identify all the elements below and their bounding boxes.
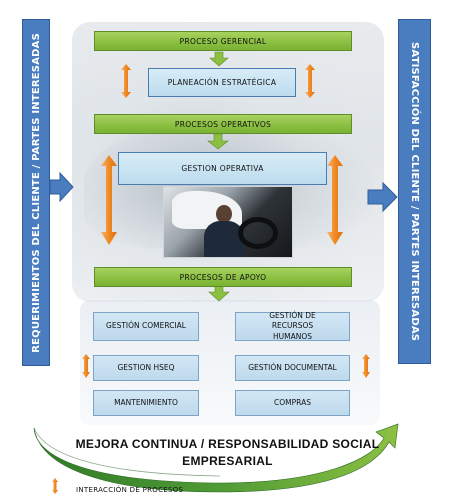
satisfaction-label: SATISFACCIÓN DEL CLIENTE / PARTES INTERE… xyxy=(409,41,420,342)
orange-arrow-support-left xyxy=(82,354,90,378)
satisfaction-column: SATISFACCIÓN DEL CLIENTE / PARTES INTERE… xyxy=(398,19,431,364)
down-arrow-gerencial xyxy=(209,51,229,67)
label-mantenimiento: MANTENIMIENTO xyxy=(114,397,178,407)
box-mantenimiento: MANTENIMIENTO xyxy=(93,390,199,416)
box-proceso-gerencial: PROCESO GERENCIAL xyxy=(94,31,352,51)
box-gestion-comercial: GESTIÓN COMERCIAL xyxy=(93,312,199,341)
box-gestion-recursos-humanos: GESTIÓN DE RECURSOS HUMANOS xyxy=(235,311,350,341)
down-arrow-apoyo xyxy=(208,285,230,302)
continuous-improvement-title: MEJORA CONTINUA / RESPONSABILIDAD SOCIAL… xyxy=(70,436,385,471)
orange-arrow-support-right xyxy=(362,354,370,378)
driver-photo xyxy=(163,186,293,258)
label-procesos-de-apoyo: PROCESOS DE APOYO xyxy=(179,272,267,282)
input-arrow xyxy=(49,171,74,203)
legend-arrow-icon xyxy=(52,478,58,494)
label-gestion-recursos-humanos: GESTIÓN DE RECURSOS HUMANOS xyxy=(269,311,316,341)
orange-arrow-planeacion-right xyxy=(305,64,315,98)
legend-label: INTERACCIÓN DE PROCESOS xyxy=(76,486,184,494)
box-procesos-de-apoyo: PROCESOS DE APOYO xyxy=(94,267,352,287)
label-gestion-documental: GESTIÓN DOCUMENTAL xyxy=(248,362,337,372)
output-arrow xyxy=(367,181,398,213)
label-planeacion-estrategica: PLANEACIÓN ESTRATÉGICA xyxy=(167,78,277,87)
orange-arrow-planeacion-left xyxy=(121,64,131,98)
orange-arrow-operativa-right xyxy=(327,155,343,245)
label-gestion-hseq: GESTION HSEQ xyxy=(117,362,175,372)
label-gestion-operativa: GESTION OPERATIVA xyxy=(181,164,264,173)
label-procesos-operativos: PROCESOS OPERATIVOS xyxy=(174,119,272,129)
down-arrow-operativos xyxy=(207,133,229,150)
footer-line-2: EMPRESARIAL xyxy=(182,454,273,469)
footer-line-1: MEJORA CONTINUA / RESPONSABILIDAD SOCIAL xyxy=(75,437,380,451)
box-procesos-operativos: PROCESOS OPERATIVOS xyxy=(94,114,352,134)
label-proceso-gerencial: PROCESO GERENCIAL xyxy=(179,36,267,46)
label-gestion-comercial: GESTIÓN COMERCIAL xyxy=(106,321,186,331)
label-compras: COMPRAS xyxy=(274,397,311,407)
box-gestion-documental: GESTIÓN DOCUMENTAL xyxy=(235,355,350,381)
box-planeacion-estrategica: PLANEACIÓN ESTRATÉGICA xyxy=(148,68,296,97)
box-gestion-operativa: GESTION OPERATIVA xyxy=(118,152,327,185)
box-gestion-hseq: GESTION HSEQ xyxy=(93,355,199,381)
box-compras: COMPRAS xyxy=(235,390,350,416)
improvement-swoosh xyxy=(33,423,399,493)
orange-arrow-operativa-left xyxy=(101,155,117,245)
